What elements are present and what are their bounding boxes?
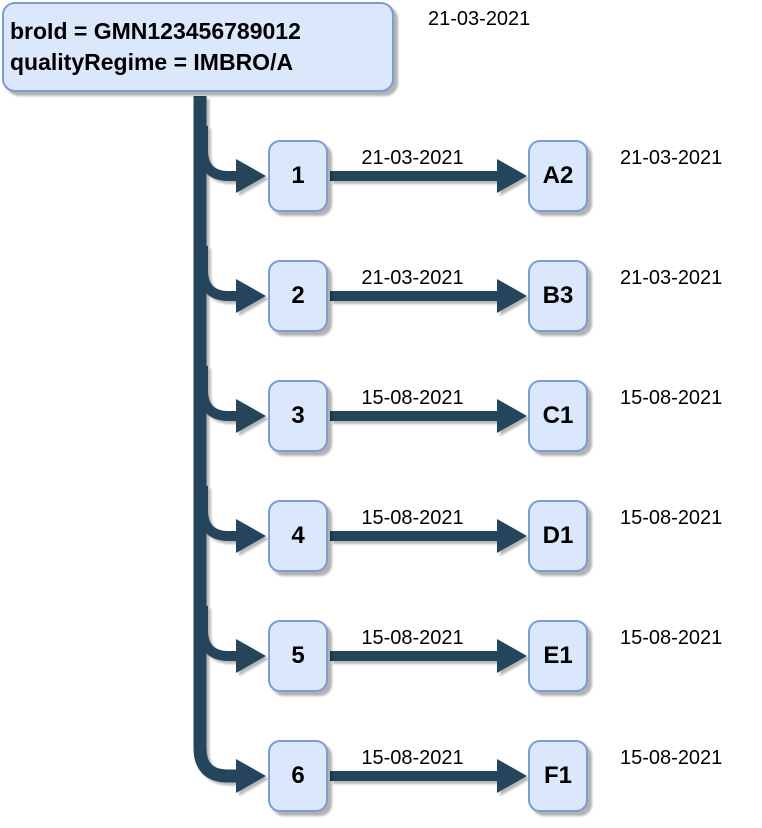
edge-date-label-6: 15-08-2021 [345,747,480,769]
root-quality-regime-label: qualityRegime = IMBRO/A [10,49,294,75]
event-node-d1[interactable]: D1 [528,500,588,572]
event-date-label-3: 15-08-2021 [620,387,723,409]
edge-date-label-5: 15-08-2021 [345,627,480,649]
root-date-label: 21-03-2021 [428,8,531,30]
event-node-a2[interactable]: A2 [528,140,588,212]
event-node-e1[interactable]: E1 [528,620,588,692]
event-date-label-2: 21-03-2021 [620,267,723,289]
tube-node-2[interactable]: 2 [268,260,328,332]
event-date-label-5: 15-08-2021 [620,627,723,649]
arrowheads [236,159,527,793]
branch-edges [198,126,497,781]
root-node[interactable]: broId = GMN123456789012 qualityRegime = … [2,2,394,92]
tube-node-1[interactable]: 1 [268,140,328,212]
root-broid-label: broId = GMN123456789012 [10,18,301,44]
event-date-label-1: 21-03-2021 [620,147,723,169]
event-node-c1[interactable]: C1 [528,380,588,452]
event-node-b3[interactable]: B3 [528,260,588,332]
edge-date-label-1: 21-03-2021 [345,147,480,169]
edge-date-label-3: 15-08-2021 [345,387,480,409]
trunk-edge [193,96,236,783]
tube-node-4[interactable]: 4 [268,500,328,572]
tube-node-6[interactable]: 6 [268,740,328,812]
tube-node-3[interactable]: 3 [268,380,328,452]
event-date-label-6: 15-08-2021 [620,747,723,769]
edge-date-label-2: 21-03-2021 [345,267,480,289]
edge-date-label-4: 15-08-2021 [345,507,480,529]
event-node-f1[interactable]: F1 [528,740,588,812]
tube-node-5[interactable]: 5 [268,620,328,692]
event-date-label-4: 15-08-2021 [620,507,723,529]
